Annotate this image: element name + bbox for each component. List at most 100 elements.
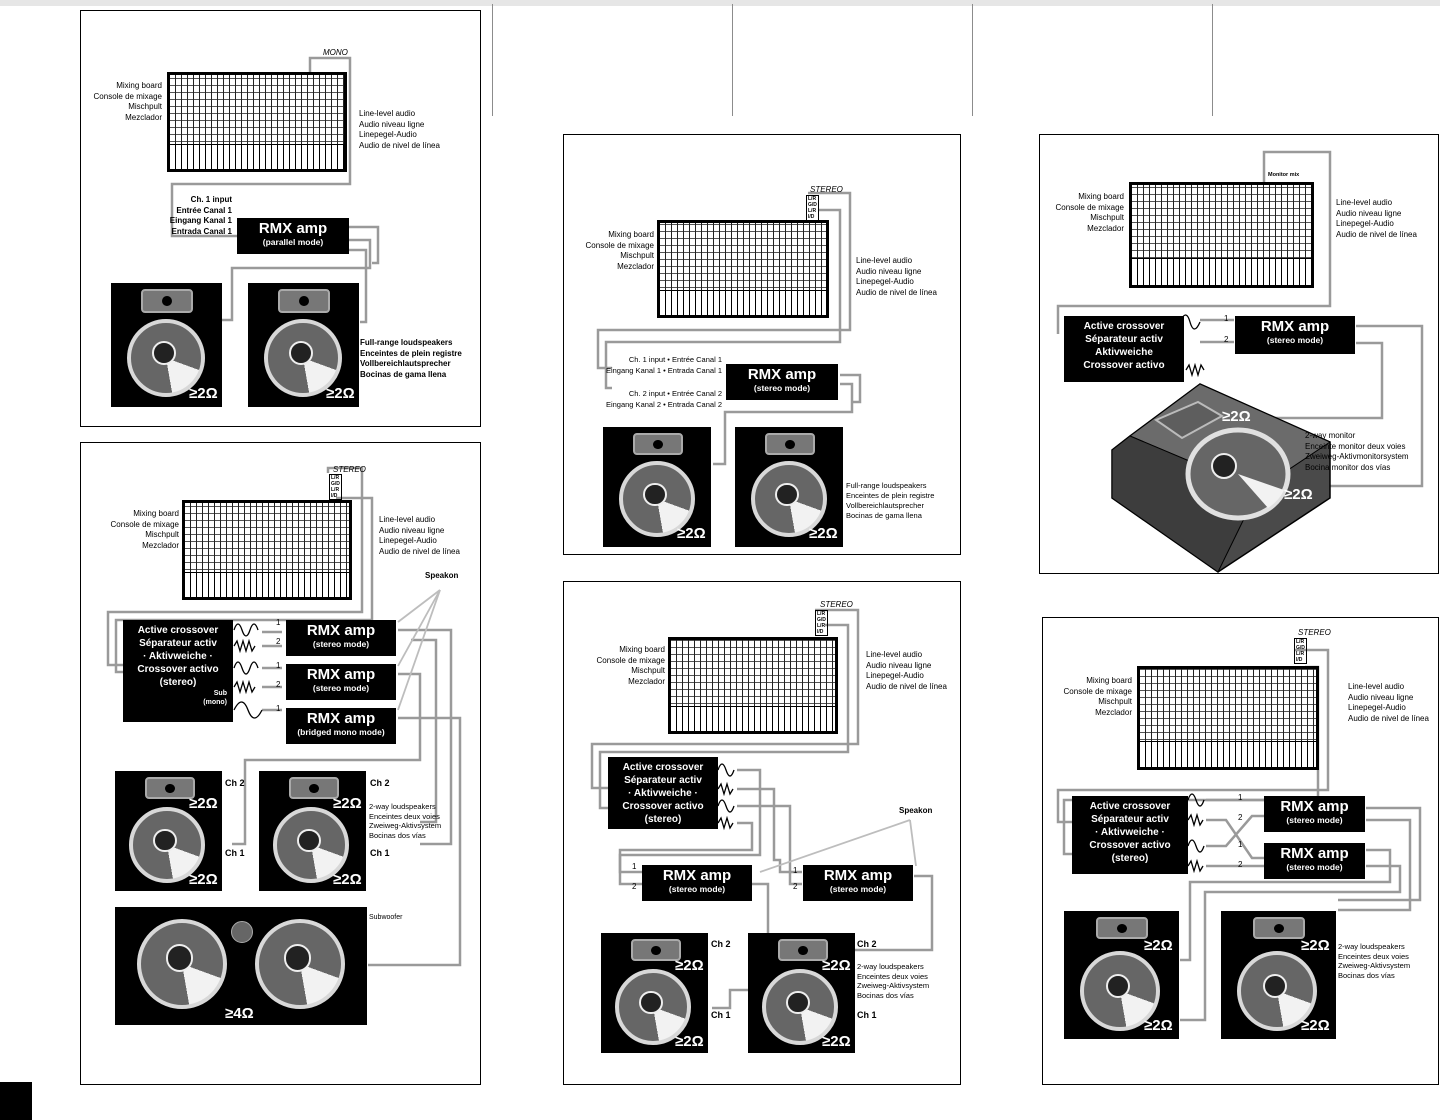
mixing-board: [182, 500, 352, 600]
lr-tag: L/R G/D L/R I/D: [1294, 638, 1307, 664]
amp-title: RMX amp: [306, 710, 376, 727]
rmx-amp: RMX amp (bridged mono mode): [286, 708, 396, 744]
lr-tag: L/R G/D L/R I/D: [815, 610, 828, 636]
lr-tag: L/R G/D L/R I/D: [806, 195, 819, 221]
amp-mode: (stereo mode): [753, 383, 811, 393]
two-way-line: Bocinas dos vías: [1338, 970, 1395, 980]
output-number: 2: [632, 882, 637, 891]
woofer-icon: [137, 919, 227, 1009]
tweeter-icon: [141, 289, 193, 313]
lr-tag-line: I/D: [817, 629, 824, 635]
input-label-line: Entrée Canal 1: [176, 205, 232, 215]
floor-monitor: [1111, 383, 1332, 573]
impedance-label: ≥2Ω: [675, 957, 704, 974]
tweeter-icon: [633, 433, 683, 455]
crossover-label-line: Active crossover: [137, 625, 219, 636]
input-label-line: Eingang Kanal 2 • Entrada Canal 2: [605, 399, 722, 409]
impedance-label: ≥2Ω: [675, 1033, 704, 1050]
two-way-line: Enceintes deux voies: [369, 811, 440, 821]
amp-mode: (stereo mode): [829, 884, 887, 894]
rmx-amp: RMX amp (stereo mode): [286, 664, 396, 700]
line-level-label: Line-level audio Audio niveau ligne Line…: [359, 109, 440, 151]
woofer-icon: [255, 919, 345, 1009]
line-level-line: Audio de nivel de línea: [1336, 229, 1417, 239]
two-way-line: Zweiweg-Aktivsystem: [1338, 961, 1411, 970]
line-level-line: Line-level audio: [1348, 682, 1405, 691]
line-level-line: Linepegel-Audio: [866, 671, 924, 680]
two-way-line: Zweiweg-Aktivsystem: [857, 981, 930, 990]
mixer-label-line: Mixing board: [1086, 676, 1132, 685]
lr-tag-line: L/R: [331, 487, 340, 493]
lr-tag-line: L/R: [808, 196, 817, 202]
mixer-label-line: Mischpult: [631, 666, 665, 675]
crossover-label-line: Séparateur activ: [624, 775, 702, 786]
monitor-label: 2-way monitor Enceinte monitor deux voie…: [1305, 431, 1409, 473]
amp-title: RMX amp: [306, 622, 376, 639]
rmx-amp: RMX amp (stereo mode): [803, 865, 913, 901]
tweeter-icon: [145, 777, 195, 799]
crossover-label-line: · Aktivweiche ·: [1095, 827, 1165, 838]
line-level-label: Line-level audio Audio niveau ligne Line…: [866, 650, 947, 692]
output-number: 2: [1238, 860, 1243, 869]
mixing-board: [668, 637, 838, 734]
line-level-line: Audio de nivel de línea: [1348, 713, 1429, 723]
input-label-line: Ch. 1 input • Entrée Canal 1: [628, 355, 722, 364]
two-way-line: Bocinas dos vías: [857, 990, 914, 1000]
mixer-label-line: Mezclador: [628, 676, 665, 686]
full-range-line: Enceintes de plein registre: [360, 348, 462, 358]
channel-label: Ch 1: [225, 848, 245, 858]
mixer-label-line: Mixing board: [116, 81, 162, 90]
two-way-speaker: ≥2Ω ≥2Ω: [1064, 911, 1179, 1039]
tweeter-icon: [278, 289, 330, 313]
two-way-label: 2-way loudspeakers Enceintes deux voies …: [857, 962, 929, 1000]
crossover-label-line: Active crossover: [1083, 321, 1165, 332]
impedance-label: ≥2Ω: [189, 385, 218, 402]
full-range-line: Vollbereichlautsprecher: [360, 359, 451, 368]
mixer-label-line: Console de mixage: [585, 240, 654, 250]
two-way-line: Enceintes deux voies: [857, 971, 928, 981]
full-range-speaker: ≥2Ω: [735, 427, 843, 547]
amp-title: RMX amp: [306, 666, 376, 683]
crossover-label-line: (stereo): [644, 814, 682, 825]
amp-title: RMX amp: [1280, 845, 1349, 862]
amp-title: RMX amp: [747, 366, 817, 383]
crossover-label-line: Crossover activo: [622, 801, 704, 812]
woofer-icon: [273, 807, 349, 883]
line-level-line: Audio niveau ligne: [379, 525, 445, 535]
output-number: 1: [793, 866, 798, 875]
rmx-amp: RMX amp (stereo mode): [1235, 316, 1355, 354]
monitor-label-line: Zweiweg-Aktivmonitorsystem: [1305, 452, 1409, 461]
mixer-label-line: Mezclador: [1095, 707, 1132, 717]
woofer-icon: [1080, 951, 1160, 1031]
impedance-label: ≥2Ω: [333, 871, 362, 888]
mixer-label-line: Console de mixage: [1055, 202, 1124, 212]
two-way-speaker: ≥2Ω ≥2Ω: [259, 771, 366, 891]
lr-tag-line: G/D: [1296, 645, 1305, 651]
channel-label: Ch 1: [857, 1010, 877, 1020]
line-level-label: Line-level audio Audio niveau ligne Line…: [856, 256, 937, 298]
channel-label: Ch 2: [370, 778, 390, 788]
output-number: 1: [1238, 793, 1243, 802]
rmx-amp: RMX amp (parallel mode): [237, 218, 349, 254]
input-label-line: Ch. 2 input • Entrée Canal 2: [628, 389, 722, 398]
two-way-label: 2-way loudspeakers Enceintes deux voies …: [1338, 942, 1410, 980]
speakon-label: Speakon: [425, 571, 459, 580]
mixer-label-line: Mixing board: [1078, 192, 1124, 201]
crossover-label-line: Active crossover: [1089, 801, 1171, 812]
lr-tag-line: G/D: [331, 481, 340, 487]
tweeter-icon: [289, 777, 339, 799]
line-level-line: Audio niveau ligne: [856, 266, 922, 276]
mixing-board: [1129, 182, 1314, 288]
top-bar: [0, 0, 1440, 6]
amp-title: RMX amp: [823, 867, 893, 884]
output-number: 1: [1224, 314, 1229, 323]
amp-mode: (stereo mode): [1266, 335, 1324, 345]
input-label-line: Entrada Canal 1: [171, 226, 232, 236]
line-level-label: Line-level audio Audio niveau ligne Line…: [379, 515, 460, 557]
impedance-label: ≥2Ω: [1301, 937, 1330, 954]
output-number: 2: [276, 637, 281, 646]
crossover-label-line: Crossover activo: [137, 664, 219, 675]
crossover-label-line: Aktivweiche: [1095, 347, 1153, 358]
impedance-label: ≥2Ω: [189, 795, 218, 812]
lr-tag-line: G/D: [817, 617, 826, 623]
